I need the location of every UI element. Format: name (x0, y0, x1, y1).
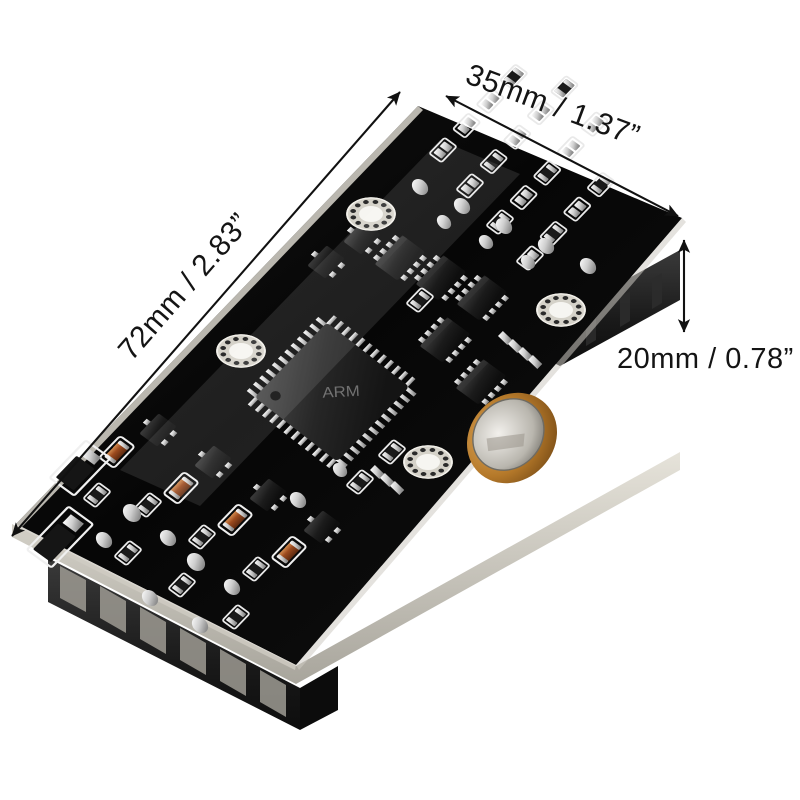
arrow-width (445, 95, 679, 217)
dimension-label-thickness: 20mm / 0.78” (617, 343, 794, 375)
dimension-arrows (11, 91, 691, 537)
bottom-connector-end-cap (300, 666, 338, 730)
connector-teeth (60, 566, 286, 717)
coin-cell-battery (467, 392, 557, 484)
pcb-body: ARM (12, 63, 686, 730)
mcu-marking: ARM (322, 383, 360, 402)
arrow-length (11, 91, 401, 537)
